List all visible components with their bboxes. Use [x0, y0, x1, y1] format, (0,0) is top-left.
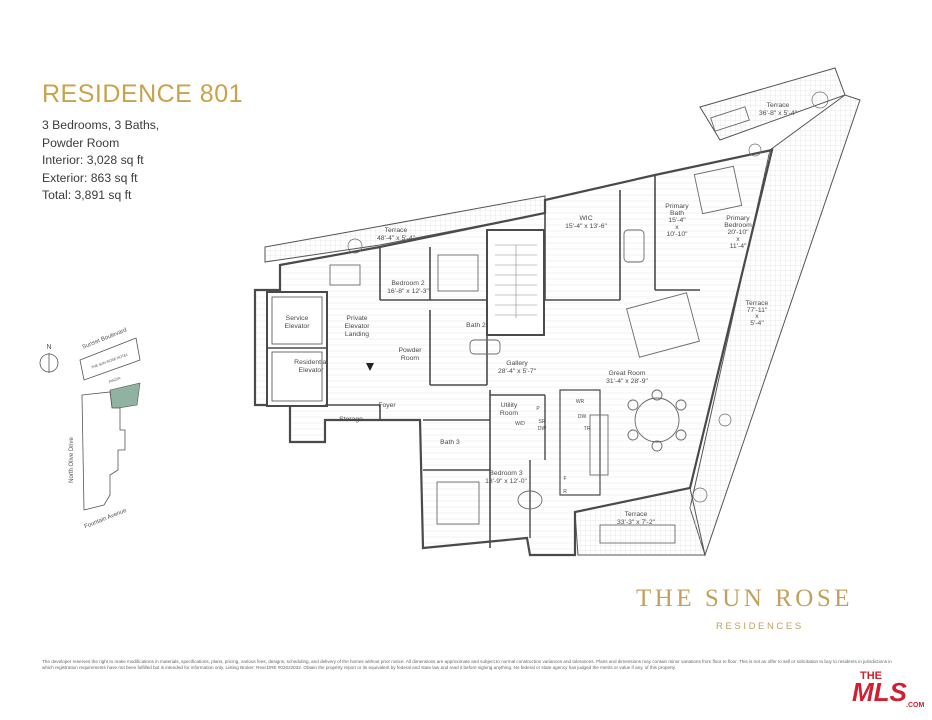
kitchen-island [589, 414, 609, 476]
label-private-elevator-1: Private [346, 315, 367, 322]
piazza-site [109, 382, 141, 410]
mls-logo-main: MLS [852, 677, 908, 707]
tub [469, 339, 501, 355]
label-dw1: DW [538, 426, 547, 432]
terrace-right-area [689, 94, 861, 557]
label-p: P [536, 406, 540, 412]
dim-bedroom3: 18'-9" x 12'-0" [485, 478, 527, 485]
dim-terrace-right-3: 5'-4" [750, 320, 764, 327]
dim-bedroom2: 16'-8" x 12'-3" [387, 288, 429, 295]
spec-total: Total: 3,891 sq ft [42, 188, 132, 202]
residence-specs: 3 Bedrooms, 3 Baths, Powder Room Interio… [42, 117, 159, 205]
dim-terrace-bottom: 33'-3" x 7'-2" [617, 519, 656, 526]
spec-exterior: Exterior: 863 sq ft [42, 170, 138, 185]
label-powder-2: Room [401, 355, 419, 362]
label-terrace-right: Terrace [746, 300, 769, 307]
brand-sub: RESIDENCES [716, 621, 804, 632]
label-private-elevator-2: Elevator [345, 323, 371, 330]
plants [347, 91, 829, 503]
label-primary-bedroom-1: Primary [726, 215, 750, 222]
label-great-room: Great Room [608, 370, 645, 377]
dim-primary-bath-1: 15'-4" [668, 217, 686, 224]
mls-logo-com: .COM [906, 702, 924, 709]
dim-terrace-top: 36'-8" x 5'-4" [759, 110, 798, 117]
label-sr: SR [539, 419, 546, 425]
north-olive-label: North Olive Drive [69, 437, 75, 483]
label-residential-elevator-2: Elevator [299, 367, 325, 374]
dining-table [634, 397, 680, 443]
label-dw2: DW [578, 414, 587, 420]
site-map: N THE SUN ROSE HOTEL PIAZZA Sunset Boule… [39, 327, 141, 531]
label-private-elevator-3: Landing [345, 331, 369, 338]
label-utility-1: Utility [501, 402, 518, 409]
piazza-label: PIAZZA [108, 376, 122, 384]
dim-terrace-left: 48'-4" x 5'-4" [377, 235, 416, 242]
mls-logo: THE MLS .COM [852, 670, 924, 709]
spec-interior: Interior: 3,028 sq ft [42, 153, 144, 167]
dim-gallery: 28'-4" x 5'-7" [498, 368, 537, 375]
label-wic: WIC [579, 215, 592, 222]
spec-powder: Powder Room [42, 135, 120, 150]
mls-logo-the: THE [860, 670, 882, 682]
label-f: F [563, 476, 566, 482]
label-residential-elevator-1: Residential [294, 359, 328, 366]
hotel-block [79, 337, 141, 381]
residence-title: RESIDENCE 801 [42, 80, 244, 108]
elevator-core [266, 291, 328, 407]
label-bath2: Bath 2 [466, 322, 486, 329]
label-powder-1: Powder [398, 347, 422, 354]
furniture [329, 106, 750, 544]
label-bedroom3: Bedroom 3 [489, 470, 522, 477]
dim-wic: 15'-4" x 13'-6" [565, 223, 607, 230]
label-r: R [563, 489, 567, 495]
dim-terrace-right-2: x [755, 313, 759, 320]
label-terrace-left: Terrace [385, 227, 408, 234]
label-bedroom2: Bedroom 2 [391, 280, 424, 287]
dim-great-room: 31'-4" x 28'-9" [606, 378, 648, 385]
sofa [626, 292, 700, 358]
label-terrace-bottom: Terrace [625, 511, 648, 518]
bed-bedroom3 [436, 481, 480, 525]
dim-primary-bedroom-3: 11'-4" [730, 243, 747, 250]
site-outline [81, 391, 126, 511]
brand-name: THE SUN ROSE [636, 585, 854, 612]
label-storage: Storage [339, 416, 363, 423]
bed-primary [693, 165, 743, 215]
dim-primary-bath-3: 10'-10" [666, 231, 688, 238]
stair-core [486, 229, 545, 336]
legal-disclaimer: The developer reserves the right to make… [42, 659, 892, 670]
bed-bedroom2 [437, 254, 479, 292]
walls [253, 148, 774, 557]
fountain-label: Fountain Avenue [84, 508, 129, 531]
label-primary-bath-2: Bath [670, 210, 684, 217]
label-gallery: Gallery [506, 360, 528, 367]
label-tr: TR [584, 426, 591, 432]
label-service-elevator-1: Service [286, 315, 309, 322]
label-bath3: Bath 3 [440, 439, 460, 446]
dim-primary-bath-2: x [675, 224, 679, 231]
label-wd: W/D [515, 421, 525, 427]
label-foyer: Foyer [378, 402, 396, 409]
dim-terrace-right-1: 77'-11" [747, 307, 768, 314]
label-terrace-top: Terrace [767, 102, 790, 109]
north-label: N [46, 344, 51, 351]
entry-arrow-icon [366, 363, 374, 371]
label-service-elevator-2: Elevator [285, 323, 311, 330]
label-utility-2: Room [500, 410, 518, 417]
dim-primary-bedroom-1: 20'-10" [727, 229, 749, 236]
label-primary-bedroom-2: Bedroom [724, 222, 752, 229]
label-wr: WR [576, 399, 585, 405]
terraces [264, 67, 861, 557]
label-primary-bath-1: Primary [665, 203, 689, 210]
spec-bedrooms: 3 Bedrooms, 3 Baths, [42, 118, 160, 132]
dim-primary-bedroom-2: x [736, 236, 740, 243]
